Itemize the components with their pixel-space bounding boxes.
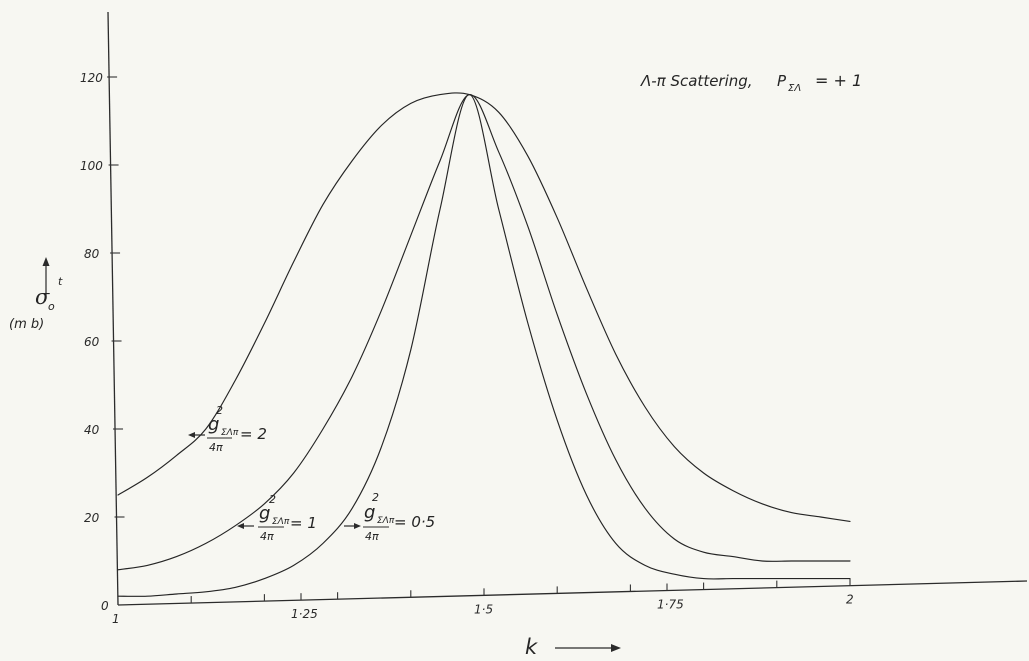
series-line-3	[117, 94, 851, 597]
y-axis-subscript: o	[48, 300, 55, 313]
curve-label-g1-value: = 1	[290, 514, 317, 532]
y-axis-tick-label: 40	[84, 423, 100, 437]
y-axis-label: σ o t (m b)	[9, 257, 63, 332]
y-axis-tick-label: 120	[80, 71, 103, 85]
x-axis-tick-label: 2	[846, 593, 854, 607]
y-axis-superscript: t	[58, 275, 63, 288]
curve-label-g05-denominator: 4π	[365, 530, 379, 543]
curve-label-g2-symbol: g	[208, 414, 219, 435]
x-axis-label: k	[525, 635, 621, 659]
chart-title-param-value: = + 1	[815, 71, 862, 90]
y-axis-unit: (m b)	[9, 317, 44, 332]
curve-label-g05-arrow-icon	[354, 523, 361, 529]
y-axis-tick-label: 20	[84, 511, 100, 525]
y-axis-line	[107, 11, 119, 606]
axes: 0 20 40 60 80 100 120 1 1·25 1·5 1·75 2	[80, 11, 1028, 626]
curve-label-g05-symbol: g	[364, 502, 375, 523]
y-axis-tick-label: 100	[80, 159, 103, 173]
x-axis-tick-label: 1·25	[291, 607, 318, 621]
series-line-2	[117, 94, 851, 571]
y-axis-symbol: σ	[35, 285, 50, 309]
curve-label-g2-denominator: 4π	[209, 441, 223, 454]
curve-label-g1: 2 g ΣΛπ 4π = 1	[237, 493, 317, 543]
chart-title-param-subscript: ΣΛ	[788, 83, 801, 94]
chart-title-main: Λ-π Scattering,	[640, 72, 753, 90]
curve-label-g1-symbol: g	[259, 503, 270, 524]
chart-title-param-symbol: P	[777, 72, 787, 90]
curve-label-g1-arrow-icon	[237, 523, 244, 529]
curve-label-g2: 2 g ΣΛπ 4π = 2	[188, 404, 267, 454]
curve-label-g05-subscript: ΣΛπ	[377, 516, 395, 526]
chart-title: Λ-π Scattering, P ΣΛ = + 1	[640, 71, 862, 94]
curve-label-g2-superscript: 2	[216, 404, 223, 417]
curve-label-g05-value: = 0·5	[394, 513, 435, 531]
curve-label-g1-superscript: 2	[269, 493, 276, 506]
curve-label-g1-denominator: 4π	[260, 530, 274, 543]
x-axis-tick-label: 1·75	[657, 598, 684, 612]
curve-label-g05: 2 g ΣΛπ 4π = 0·5	[344, 491, 435, 543]
y-axis-tick-label: 60	[84, 335, 100, 349]
curve-label-g05-superscript: 2	[372, 491, 379, 504]
x-axis-line	[117, 580, 1028, 606]
y-axis-arrowhead-icon	[42, 257, 50, 266]
curve-label-g1-subscript: ΣΛπ	[272, 517, 290, 527]
curve-label-g2-subscript: ΣΛπ	[221, 428, 239, 438]
y-axis-tick-label: 80	[84, 247, 100, 261]
x-axis-text: k	[525, 635, 538, 659]
series-line-1	[117, 92, 851, 522]
curve-label-g2-value: = 2	[240, 425, 267, 443]
x-axis-tick-label: 1	[112, 612, 120, 626]
annotations: Λ-π Scattering, P ΣΛ = + 1 σ o t (m b) k	[9, 71, 862, 659]
x-axis-arrowhead-icon	[611, 644, 621, 652]
x-axis-tick-label: 1·5	[474, 602, 493, 616]
y-axis-tick-label: 0	[101, 599, 109, 613]
curve-label-g2-arrow-icon	[188, 432, 195, 438]
curves	[117, 92, 851, 597]
